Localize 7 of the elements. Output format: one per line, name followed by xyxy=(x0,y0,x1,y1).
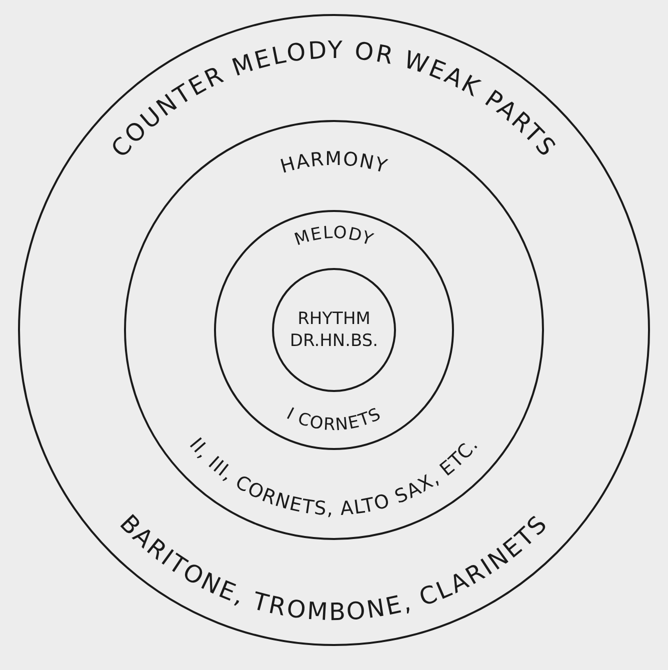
circle-label: DR.HN.BS. xyxy=(288,330,380,352)
ring-label: I CORNETS xyxy=(283,404,385,436)
ring-label: HARMONY xyxy=(278,148,390,178)
circle-label: RHYTHM xyxy=(296,308,372,330)
ring-label: MELODY xyxy=(292,222,376,250)
center-circle xyxy=(272,268,396,392)
ring-circle xyxy=(18,14,650,646)
